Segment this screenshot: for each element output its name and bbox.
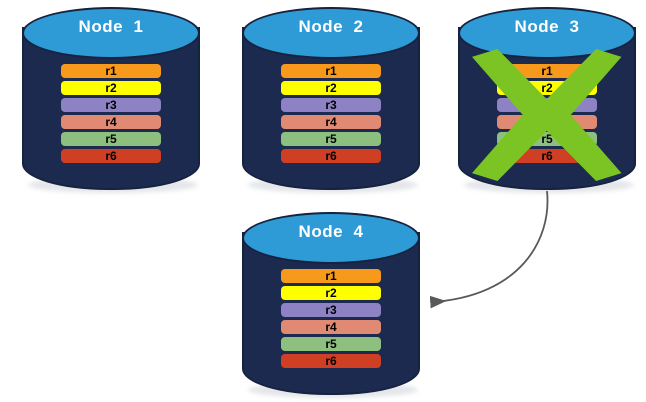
node-1-row-r6: r6 [61, 149, 161, 163]
node-4-rows: r1 r2 r3 r4 r5 r6 [242, 269, 420, 371]
node-4-row-r6: r6 [281, 354, 381, 368]
node-1-row-r4: r4 [61, 115, 161, 129]
node-1-title: Node 1 [78, 17, 144, 36]
node-3-row-r3: r3 [497, 98, 597, 112]
node-4-row-r3: r3 [281, 303, 381, 317]
node-1-row-r3: r3 [61, 98, 161, 112]
node-4[interactable]: Node 4 r1 r2 r3 r4 r5 r6 [242, 212, 420, 398]
node-2-row-r1: r1 [281, 64, 381, 78]
node-4-title: Node 4 [298, 222, 364, 241]
node-2-row-r4: r4 [281, 115, 381, 129]
node-3-row-r4: r4 [497, 115, 597, 129]
node-2-row-r6: r6 [281, 149, 381, 163]
node-1-row-r1: r1 [61, 64, 161, 78]
node-3[interactable]: Node 3 r1 r2 r3 r4 r5 r6 [458, 7, 636, 193]
node-3-row-r5: r5 [497, 132, 597, 146]
node-2-row-r2: r2 [281, 81, 381, 95]
node-3-title: Node 3 [514, 17, 580, 36]
node-2-row-r5: r5 [281, 132, 381, 146]
node-2-rows: r1 r2 r3 r4 r5 r6 [242, 64, 420, 166]
node-3-row-r1: r1 [497, 64, 597, 78]
node-3-row-r2: r2 [497, 81, 597, 95]
node-4-row-r1: r1 [281, 269, 381, 283]
node-2-top [242, 7, 420, 59]
node-2-title: Node 2 [298, 17, 364, 36]
node-1-row-r5: r5 [61, 132, 161, 146]
node-1-top [22, 7, 200, 59]
node-2-row-r3: r3 [281, 98, 381, 112]
node-1[interactable]: Node 1 r1 r2 r3 r4 r5 r6 [22, 7, 200, 193]
node-3-row-r6: r6 [497, 149, 597, 163]
node-4-row-r2: r2 [281, 286, 381, 300]
node-2[interactable]: Node 2 r1 r2 r3 r4 r5 r6 [242, 7, 420, 193]
node-1-row-r2: r2 [61, 81, 161, 95]
node-3-rows: r1 r2 r3 r4 r5 r6 [458, 64, 636, 166]
node-4-row-r5: r5 [281, 337, 381, 351]
node-4-row-r4: r4 [281, 320, 381, 334]
node-1-rows: r1 r2 r3 r4 r5 r6 [22, 64, 200, 166]
replication-arrow-path [429, 190, 549, 309]
node-4-top [242, 212, 420, 264]
